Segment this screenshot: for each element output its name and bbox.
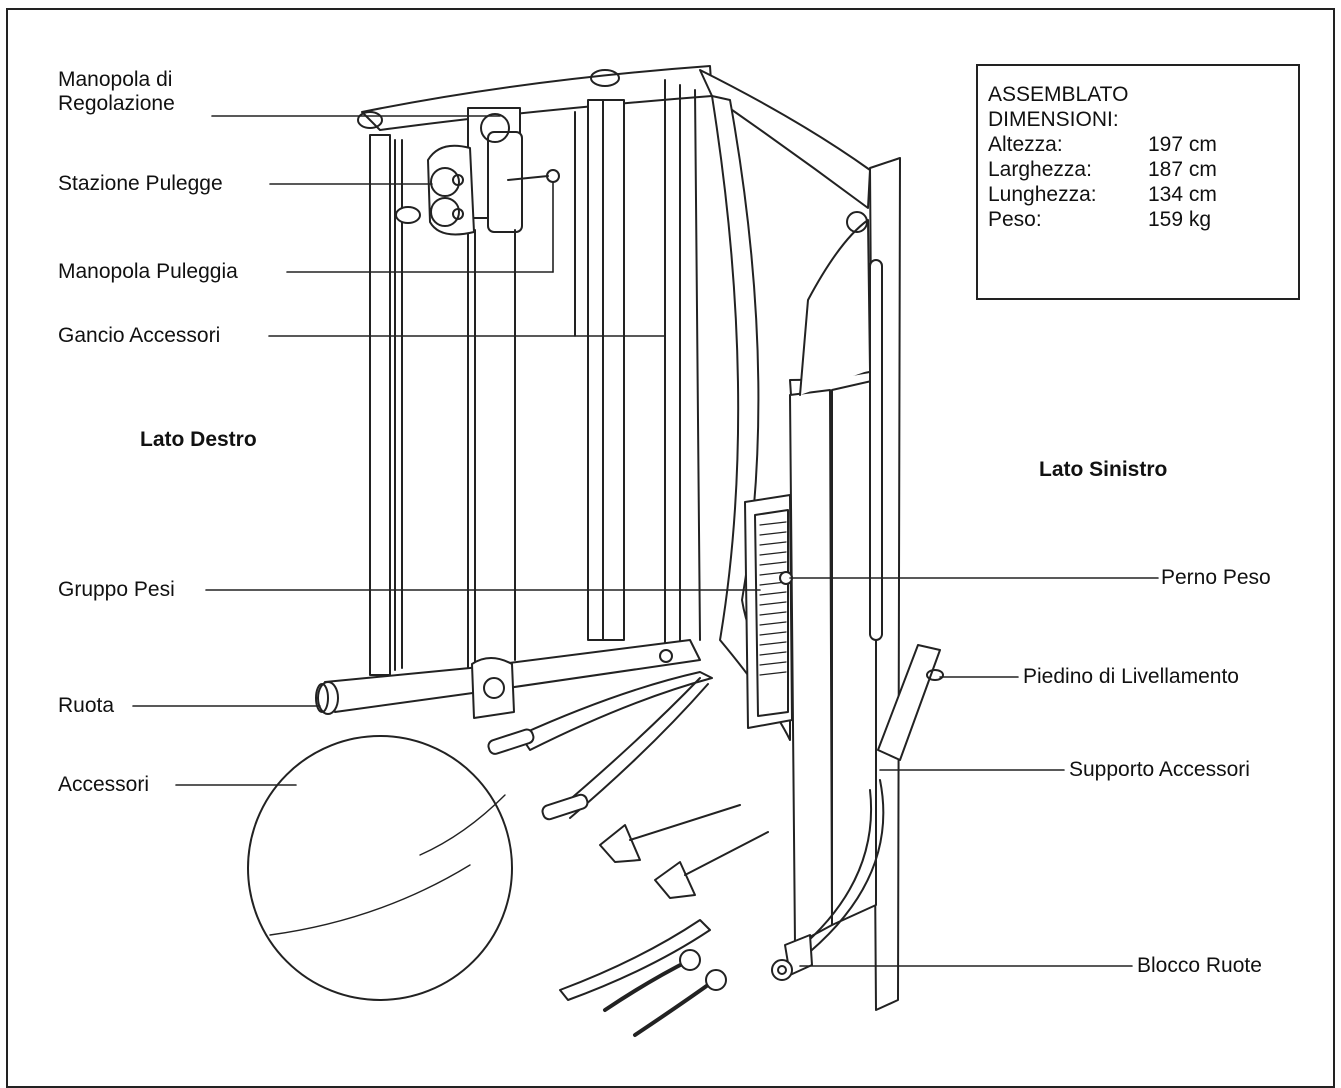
- leader-lines: [132, 115, 1159, 967]
- side-label-right: Lato Destro: [140, 428, 257, 451]
- specs-heading-line2: DIMENSIONI:: [988, 108, 1119, 131]
- label-ruota: Ruota: [58, 694, 115, 717]
- right-base: [315, 639, 701, 719]
- base-leg: [877, 644, 944, 761]
- arch-panel: [694, 69, 871, 741]
- spec-value: 187 cm: [1148, 158, 1217, 181]
- label-manopola-regolazione: Manopola di Regolazione: [58, 68, 175, 116]
- spec-value: 134 cm: [1148, 183, 1217, 206]
- right-tower: [357, 65, 713, 676]
- specs-heading-line1: ASSEMBLATO: [988, 83, 1129, 106]
- label-stazione-pulegge: Stazione Pulegge: [58, 172, 223, 195]
- side-label-left: Lato Sinistro: [1039, 458, 1168, 481]
- label-manopola-regolazione-line1: Manopola di: [58, 68, 173, 91]
- spec-value: 197 cm: [1148, 133, 1217, 156]
- spec-row: Lunghezza: 134 cm: [988, 182, 1298, 207]
- label-manopola-regolazione-line2: Regolazione: [58, 92, 175, 115]
- label-supporto-accessori: Supporto Accessori: [1069, 758, 1250, 781]
- label-gancio-accessori: Gancio Accessori: [58, 324, 221, 347]
- spec-value: 159 kg: [1148, 208, 1212, 231]
- dimensions-box: ASSEMBLATO DIMENSIONI: Altezza: 197 cm L…: [976, 64, 1300, 300]
- spec-label: Altezza:: [988, 133, 1063, 156]
- weight-stack: [744, 494, 793, 729]
- pulley-station: [395, 144, 560, 236]
- spec-row: Larghezza: 187 cm: [988, 157, 1298, 182]
- spec-label: Larghezza:: [988, 158, 1092, 181]
- label-gruppo-pesi: Gruppo Pesi: [58, 578, 175, 601]
- label-manopola-puleggia: Manopola Puleggia: [58, 260, 238, 283]
- label-blocco-ruote: Blocco Ruote: [1137, 954, 1262, 977]
- label-accessori: Accessori: [58, 773, 150, 796]
- spec-label: Peso:: [988, 208, 1042, 231]
- spec-row: Peso: 159 kg: [988, 207, 1298, 232]
- spec-row: Altezza: 197 cm: [988, 132, 1298, 157]
- accessories: [247, 671, 769, 1037]
- spec-label: Lunghezza:: [988, 183, 1097, 206]
- label-piedino-livellamento: Piedino di Livellamento: [1023, 665, 1239, 688]
- label-perno-peso: Perno Peso: [1161, 566, 1271, 589]
- left-tower: [771, 157, 901, 1011]
